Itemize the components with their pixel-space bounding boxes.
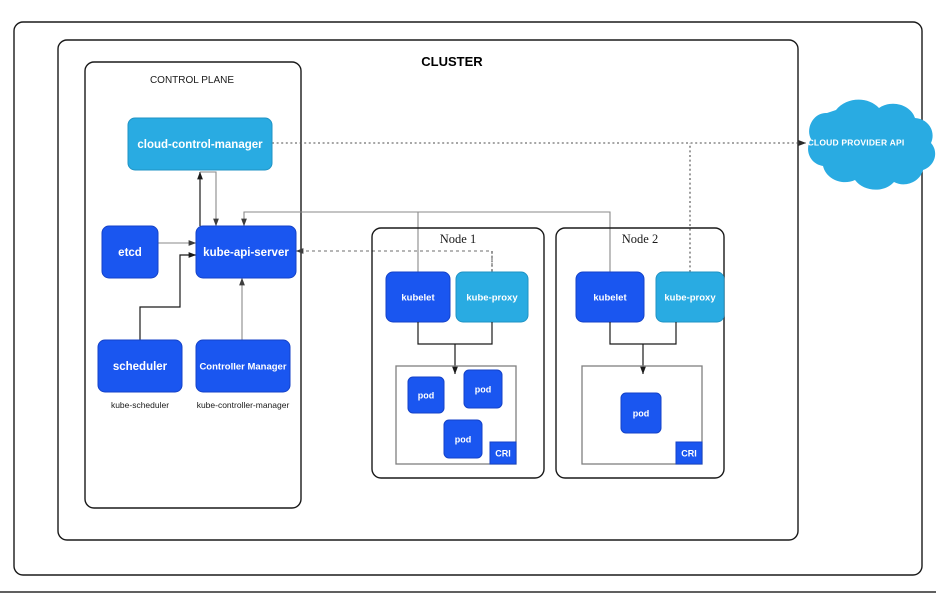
node-2-to-runtime-link [609,322,677,374]
node-2-pod-1-label: pod [633,408,650,418]
node-1-to-runtime-link [417,322,493,374]
node-1-pod-1-label: pod [418,390,435,400]
node-2-kube-proxy[interactable]: kube-proxy [655,271,725,323]
node-1-kubelet-label: kubelet [401,293,435,304]
node-1-pod-2-box[interactable] [463,369,503,409]
component-scheduler[interactable]: scheduler kube-scheduler [97,339,183,410]
link-node2-kubelet-to-apiserver [418,211,611,272]
node-2-cri-badge: CRI [675,441,703,465]
node-1-cri-badge: CRI [489,441,517,465]
scheduler-box[interactable] [97,339,183,393]
control-plane-title: CONTROL PLANE [150,75,234,86]
node-2-kube-proxy-label: kube-proxy [664,293,716,304]
component-etcd[interactable]: etcd [101,225,159,279]
node-2-kube-proxy-box[interactable] [655,271,725,323]
cluster-title: CLUSTER [421,54,483,69]
controller-manager-label: Controller Manager [199,362,286,373]
scheduler-caption: kube-scheduler [111,400,169,410]
node-1-pod-3[interactable]: pod [443,419,483,459]
component-cloud-control-manager[interactable]: cloud-control-manager [127,117,273,171]
node-1-pod-2[interactable]: pod [463,369,503,409]
node-2-kubelet-label: kubelet [593,293,627,304]
node-1-kube-proxy-label: kube-proxy [466,293,518,304]
node-1-cri-rect [489,441,517,465]
node-2-pod-1-box[interactable] [620,392,662,434]
node-1-kube-proxy[interactable]: kube-proxy [455,271,529,323]
cloud-provider-label: CLOUD PROVIDER API [808,137,905,147]
kube-api-server-box[interactable] [195,225,297,279]
cloud-control-manager-label: cloud-control-manager [137,139,263,151]
component-kube-api-server[interactable]: kube-api-server [195,225,297,279]
node-2-group: Node 2 kubelet kube-proxy CRI [555,227,725,479]
node-2-runtime-box [581,365,703,465]
etcd-box[interactable] [101,225,159,279]
cloud-provider-api: CLOUD PROVIDER API [808,99,936,190]
node-1-pod-3-box[interactable] [443,419,483,459]
node-1-group: Node 1 kubelet kube-proxy CRI [371,227,545,479]
link-node1-kubelet-to-apiserver [241,211,419,272]
link-apiserver-to-ccm-down [200,171,219,227]
node-1-box [371,227,545,479]
cluster-box [57,39,799,541]
node-1-runtime-box [395,365,517,465]
node-2-cri-label: CRI [681,448,697,458]
scheduler-label: scheduler [113,361,168,373]
kube-api-server-label: kube-api-server [203,247,289,259]
node-1-pod-3-label: pod [455,434,472,444]
node-2-pod-1[interactable]: pod [620,392,662,434]
node-2-kubelet[interactable]: kubelet [575,271,645,323]
link-node1-kubeproxy-to-apiserver [295,248,493,272]
etcd-label: etcd [118,247,142,259]
controller-manager-box[interactable] [195,339,291,393]
controller-manager-caption: kube-controller-manager [197,400,290,410]
link-scheduler-to-apiserver [139,252,197,340]
component-controller-manager[interactable]: Controller Manager kube-controller-manag… [195,339,291,410]
node-1-cri-label: CRI [495,448,511,458]
node-1-title: Node 1 [440,232,476,246]
outer-border [13,21,923,576]
node-2-box [555,227,725,479]
node-1-pod-1-box[interactable] [407,376,445,414]
node-1-pod-2-label: pod [475,384,492,394]
node-1-pod-1[interactable]: pod [407,376,445,414]
cloud-shape [808,99,936,190]
cloud-control-manager-box[interactable] [127,117,273,171]
node-1-kubelet[interactable]: kubelet [385,271,451,323]
node-2-title: Node 2 [622,232,658,246]
node-2-cri-rect [675,441,703,465]
control-plane-box [84,61,302,509]
